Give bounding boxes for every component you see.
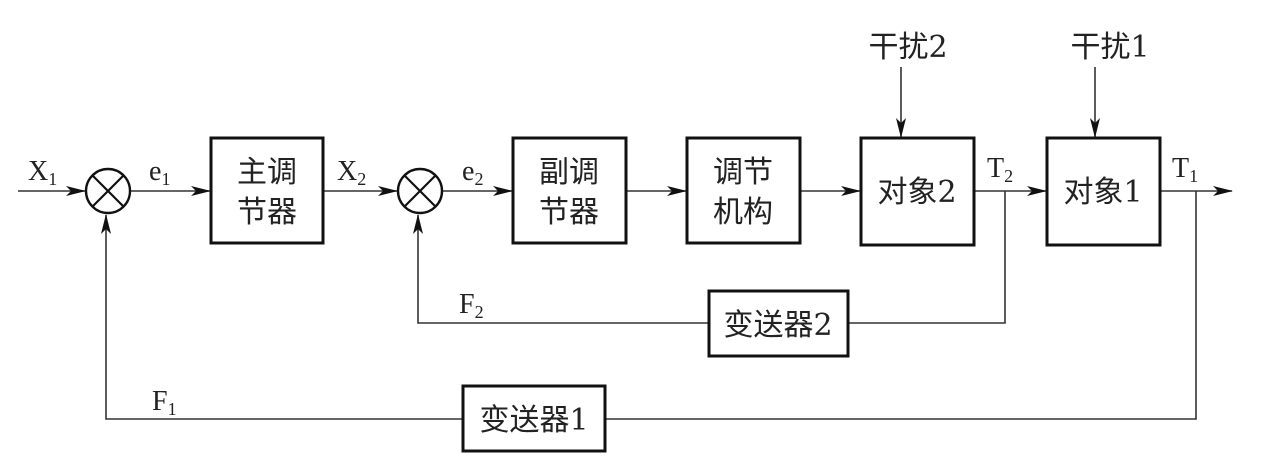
f2-feedback-arrow (413, 214, 709, 324)
f1-feedback-arrow (101, 214, 463, 420)
object2-label: 对象2 (877, 175, 956, 210)
main-controller-label-line2: 节器 (237, 195, 297, 230)
signal-t2-label: T2 (987, 153, 1013, 186)
main-controller-label-line1: 主调 (237, 155, 297, 190)
signal-e2-label: e2 (462, 156, 483, 189)
signal-x1-label: X1 (28, 156, 57, 189)
secondary-controller-block: 副调 节器 (511, 136, 628, 245)
object2-block: 对象2 (859, 136, 976, 247)
transmitter1-label: 变送器1 (479, 403, 588, 438)
actuator-label-line2: 机构 (713, 195, 773, 230)
signal-t1-label: T1 (1172, 153, 1198, 186)
t2-feedback-line (849, 191, 1006, 324)
secondary-controller-label-line1: 副调 (539, 155, 599, 190)
transmitter2-label: 变送器2 (723, 308, 832, 343)
signal-f2-label: F2 (459, 289, 484, 322)
signal-e1-label: e1 (149, 156, 170, 189)
summing-junction-1 (84, 167, 132, 215)
signal-f1-label: F1 (152, 386, 177, 419)
summing-junction-2 (396, 167, 444, 215)
disturbance1-label: 干扰1 (1070, 30, 1149, 65)
t1-feedback-line (606, 191, 1197, 420)
disturbance2-label: 干扰2 (868, 30, 947, 65)
secondary-controller-label-line2: 节器 (539, 195, 599, 230)
object1-block: 对象1 (1045, 136, 1162, 247)
transmitter1-block: 变送器1 (461, 384, 607, 453)
transmitter2-block: 变送器2 (707, 289, 850, 358)
signal-x2-label: X2 (337, 156, 366, 189)
actuator-label-line1: 调节 (713, 155, 773, 190)
main-controller-block: 主调 节器 (209, 136, 325, 245)
actuator-block: 调节 机构 (685, 136, 802, 245)
object1-label: 对象1 (1063, 175, 1142, 210)
